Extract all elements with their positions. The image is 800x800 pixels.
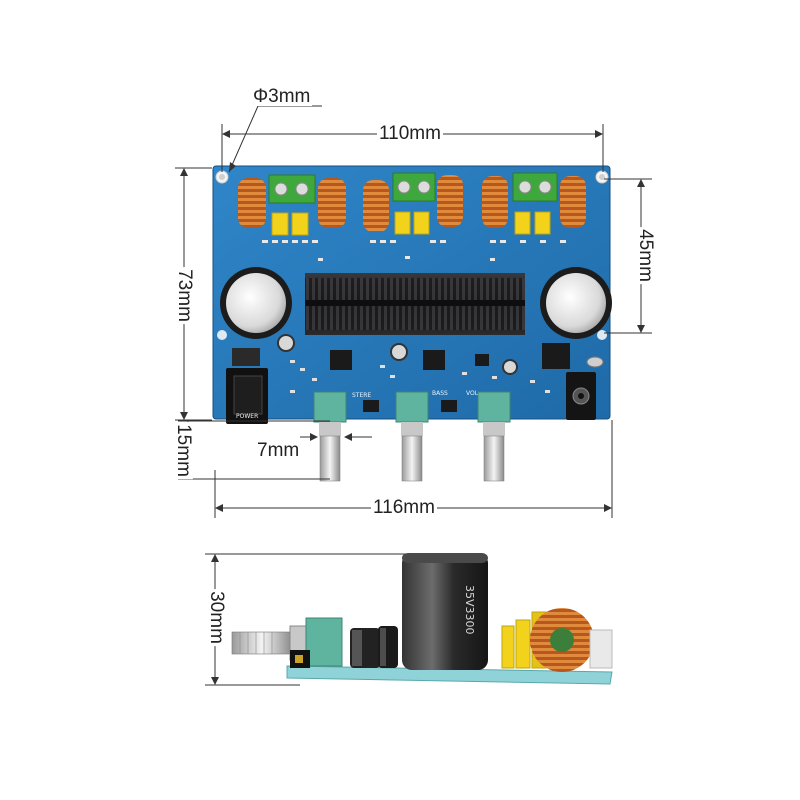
heatsink bbox=[305, 273, 525, 335]
width-total-label: 116mm bbox=[371, 497, 437, 518]
small-capacitors bbox=[277, 334, 604, 375]
height-board-label: 73mm bbox=[173, 267, 195, 324]
bass-silkscreen: BASS bbox=[432, 390, 448, 397]
height-cap-span-label: 45mm bbox=[634, 227, 656, 284]
power-jack bbox=[226, 348, 268, 424]
capacitor-left bbox=[220, 267, 292, 339]
hole-diameter-label: Φ3mm bbox=[251, 86, 313, 107]
pcb-side-view: 35V3300 bbox=[231, 553, 613, 685]
knob-extension-label: 15mm bbox=[172, 422, 194, 479]
audio-input-jack bbox=[566, 372, 596, 420]
stereo-silkscreen: STERE bbox=[352, 392, 371, 399]
width-holes-label: 110mm bbox=[377, 123, 443, 144]
smd-components-lower bbox=[290, 360, 550, 393]
channel-left bbox=[238, 174, 346, 236]
knob-spacing-label: 7mm bbox=[255, 440, 302, 461]
power-silkscreen: POWER bbox=[236, 413, 258, 420]
height-side-label: 30mm bbox=[205, 589, 227, 646]
channel-middle bbox=[363, 172, 463, 235]
channel-right bbox=[482, 172, 586, 235]
pcb-top-view: POWER STERE BASS VOL bbox=[212, 165, 612, 482]
potentiometer-volume bbox=[477, 391, 511, 482]
potentiometer-bass bbox=[395, 391, 429, 482]
capacitor-right bbox=[540, 267, 612, 339]
ic-chips bbox=[330, 343, 570, 412]
smd-components bbox=[262, 240, 566, 261]
potentiometer-stereo bbox=[313, 391, 347, 482]
capacitor-marking: 35V3300 bbox=[463, 585, 476, 635]
vol-silkscreen: VOL bbox=[466, 390, 479, 397]
